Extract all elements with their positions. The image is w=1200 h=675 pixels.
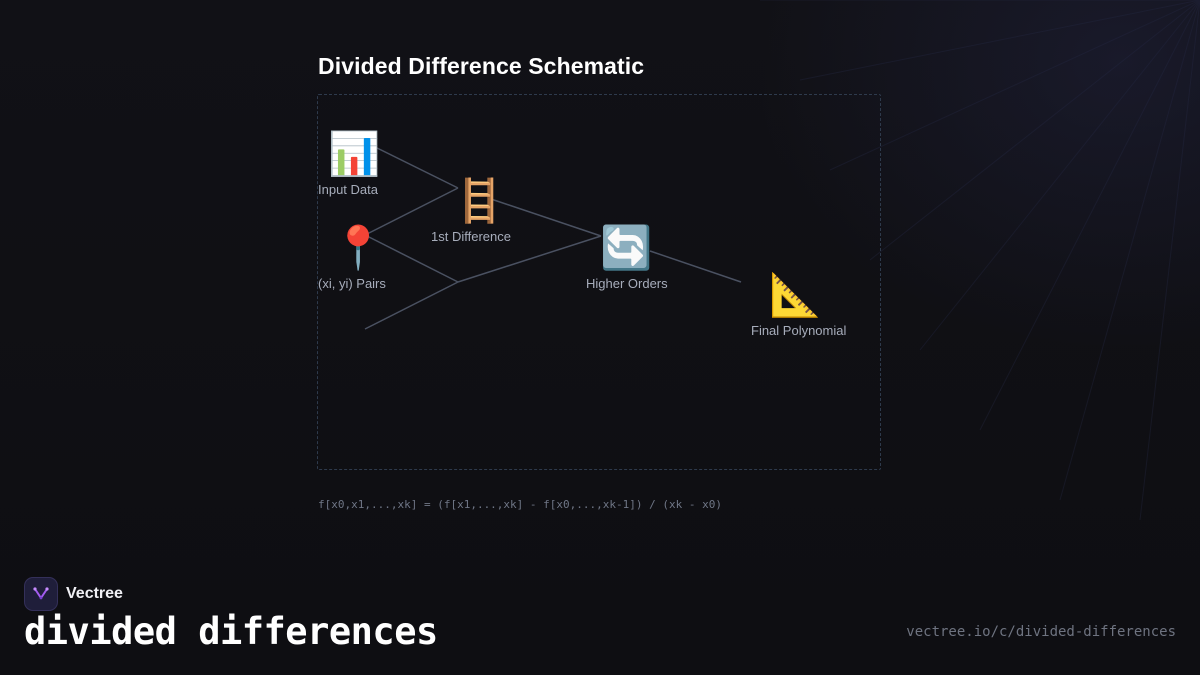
edge-extra-to-lower-junction [364, 281, 459, 330]
refresh-icon: 🔄 [600, 223, 653, 272]
edge-junction-to-higher [457, 235, 602, 283]
brand[interactable]: Vectree [24, 577, 123, 611]
node-label: (xi, yi) Pairs [318, 276, 386, 291]
edge-higher-to-final [649, 250, 742, 283]
node-input-data: 📊 Input Data [318, 129, 381, 198]
edge-first-diff-to-higher [487, 197, 602, 237]
brand-name: Vectree [66, 585, 123, 602]
triangle-ruler-icon: 📐 [769, 270, 822, 319]
background-rays [760, 0, 1200, 520]
diagram-frame [317, 94, 881, 470]
edge-input-to-first-diff [374, 146, 459, 189]
node-first-difference: 🪜 1st Difference [431, 176, 511, 245]
page-url[interactable]: vectree.io/c/divided-differences [906, 624, 1176, 640]
node-label: 1st Difference [431, 229, 511, 244]
pin-icon: 📍 [332, 223, 385, 272]
formula-caption: f[x0,x1,...,xk] = (f[x1,...,xk] - f[x0,.… [318, 498, 722, 511]
node-final-polynomial: 📐 Final Polynomial [751, 270, 847, 339]
diagram-title: Divided Difference Schematic [318, 53, 645, 79]
edge-pairs-to-lower-junction [364, 234, 459, 283]
node-higher-orders: 🔄 Higher Orders [586, 223, 668, 292]
node-label: Final Polynomial [751, 323, 847, 338]
edge-pairs-to-first-diff [364, 187, 459, 236]
vectree-logo-icon [24, 577, 58, 611]
page-title: divided differences [24, 610, 438, 653]
bar-chart-icon: 📊 [328, 129, 381, 178]
node-label: Input Data [318, 182, 378, 197]
node-label: Higher Orders [586, 276, 668, 291]
ladder-icon: 🪜 [453, 176, 506, 225]
node-pairs: 📍 (xi, yi) Pairs [318, 223, 386, 292]
